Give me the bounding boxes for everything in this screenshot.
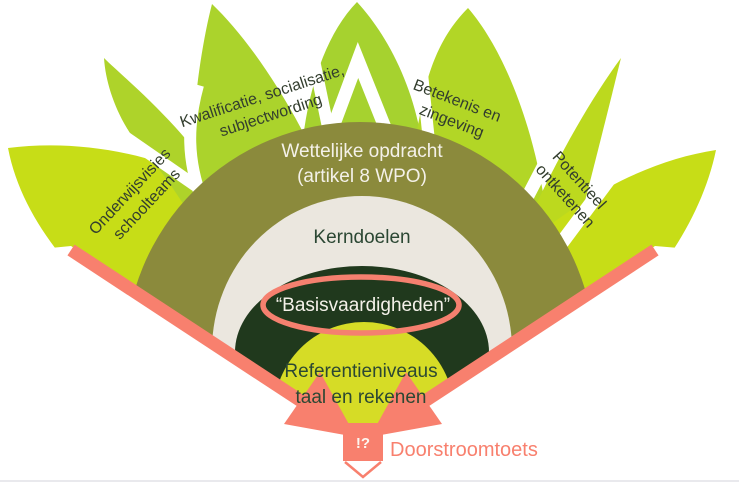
- right-arrowhead: [370, 372, 442, 437]
- alert-badge: [343, 423, 383, 461]
- referentieniveaus-line2: taal en rekenen: [296, 387, 427, 408]
- wettelijke-opdracht-line2: (artikel 8 WPO): [297, 166, 427, 187]
- bottom-divider: [0, 480, 739, 482]
- badge-chevron-icon: [344, 461, 382, 479]
- basisvaardigheden-label: “Basisvaardigheden”: [276, 295, 450, 316]
- badge-mark: !?: [356, 435, 370, 452]
- wettelijke-opdracht-line1: Wettelijke opdracht: [281, 141, 443, 162]
- circle-referentieniveaus: [274, 322, 454, 439]
- right-arrow: [370, 244, 659, 437]
- leaf-gap: [512, 52, 607, 218]
- left-arrow: [67, 244, 356, 437]
- doorstroomtoets-label: Doorstroomtoets: [390, 439, 538, 461]
- left-arrowhead: [284, 372, 356, 437]
- leaf-vein-notch: [323, 41, 395, 138]
- referentieniveaus-line1: Referentieniveaus: [284, 361, 437, 382]
- kerndoelen-label: Kerndoelen: [313, 227, 410, 248]
- highlight-ellipse: [260, 274, 462, 336]
